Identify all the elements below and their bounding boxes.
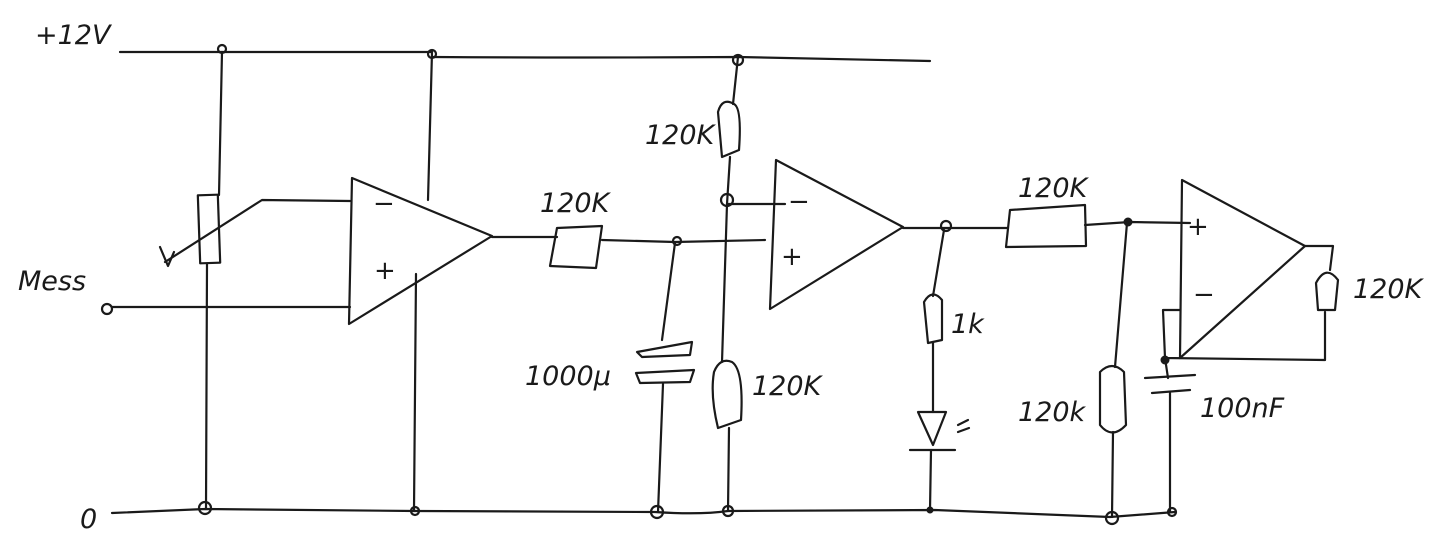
opamp-3-plus: + xyxy=(1187,212,1209,242)
resistor-series-1 xyxy=(548,224,604,270)
rc-node-wire xyxy=(600,238,767,244)
node-ground-3 xyxy=(649,504,665,520)
label-r-top: 120K xyxy=(645,120,717,151)
resistor-series-2 xyxy=(1004,203,1088,249)
opamp-2-minus: − xyxy=(788,187,810,217)
node-filter xyxy=(1123,217,1133,227)
divider-mid-wire xyxy=(720,155,732,364)
node-divider-mid xyxy=(719,192,735,208)
opamp-2 xyxy=(768,158,905,311)
node-supply-3 xyxy=(731,53,745,67)
node-supply-2 xyxy=(426,48,438,60)
label-r-bottom: 120K xyxy=(752,371,824,402)
led-icon xyxy=(908,410,957,452)
capacitor-elko-plate-top xyxy=(635,340,694,359)
cap-lower-wire xyxy=(656,382,665,514)
led-branch-wire xyxy=(931,228,946,298)
opamp-1-minus: − xyxy=(373,189,395,219)
label-input: Mess xyxy=(18,266,86,297)
resistor-top-120k xyxy=(716,100,741,159)
label-supply: +12V xyxy=(35,20,113,51)
opamp-2-plus: + xyxy=(781,242,803,272)
filter-ground-wire xyxy=(1110,430,1115,519)
input-terminal xyxy=(100,302,114,316)
pot-ground-wire xyxy=(204,262,209,511)
cap-100nf-wire xyxy=(1163,356,1172,514)
opamp-3 xyxy=(1178,178,1307,360)
node-ground-5 xyxy=(1104,510,1120,526)
node-ground-2 xyxy=(409,505,421,517)
resistor-1k xyxy=(922,293,944,345)
node-led-ground xyxy=(926,506,934,514)
filter-ground-branch xyxy=(1113,221,1129,369)
opamp-3-output xyxy=(1303,244,1335,272)
node-ground-6 xyxy=(1166,506,1178,518)
label-r-series2: 120K xyxy=(1018,173,1090,204)
opamp-1-supply-wire xyxy=(426,50,434,202)
opamp-1-plus: + xyxy=(374,256,396,286)
label-r-ground2: 120k xyxy=(1018,397,1087,428)
label-r-out: 120K xyxy=(1353,274,1425,305)
led-light-icon xyxy=(956,418,971,434)
resistor-bottom-120k xyxy=(711,359,743,430)
label-ground: 0 xyxy=(80,504,97,535)
capacitor-elko-plate-bottom xyxy=(634,368,696,385)
node-rc xyxy=(671,235,683,247)
supply-rail xyxy=(118,50,932,63)
label-r-led: 1k xyxy=(951,309,985,340)
pot-wiper-arrow-icon xyxy=(158,245,176,268)
node-ground-1 xyxy=(197,500,213,516)
node-led xyxy=(939,219,953,233)
label-c-small: 100nF xyxy=(1200,393,1285,424)
cap-upper-wire xyxy=(660,241,677,342)
ground-rail xyxy=(110,507,1177,519)
opamp-1 xyxy=(347,176,494,326)
node-supply-1 xyxy=(216,43,228,55)
led-ground-wire xyxy=(928,448,933,512)
divider-bottom-wire xyxy=(726,426,731,513)
junction-nodes xyxy=(197,43,1178,526)
capacitor-100nf xyxy=(1143,373,1197,395)
node-ground-4 xyxy=(721,504,735,518)
resistor-ground-120k xyxy=(1098,364,1128,434)
opamp-1-ground-wire xyxy=(412,272,418,513)
node-cap-100nf xyxy=(1160,355,1170,365)
opamp-3-minus: − xyxy=(1193,280,1215,310)
pot-wiper xyxy=(163,198,352,264)
label-r-series1: 120K xyxy=(540,188,612,219)
pot-supply-wire xyxy=(217,50,224,197)
resistor-out-120k xyxy=(1314,271,1340,312)
filter-node-wire xyxy=(1083,220,1192,227)
label-c-elko: 1000μ xyxy=(525,361,611,392)
